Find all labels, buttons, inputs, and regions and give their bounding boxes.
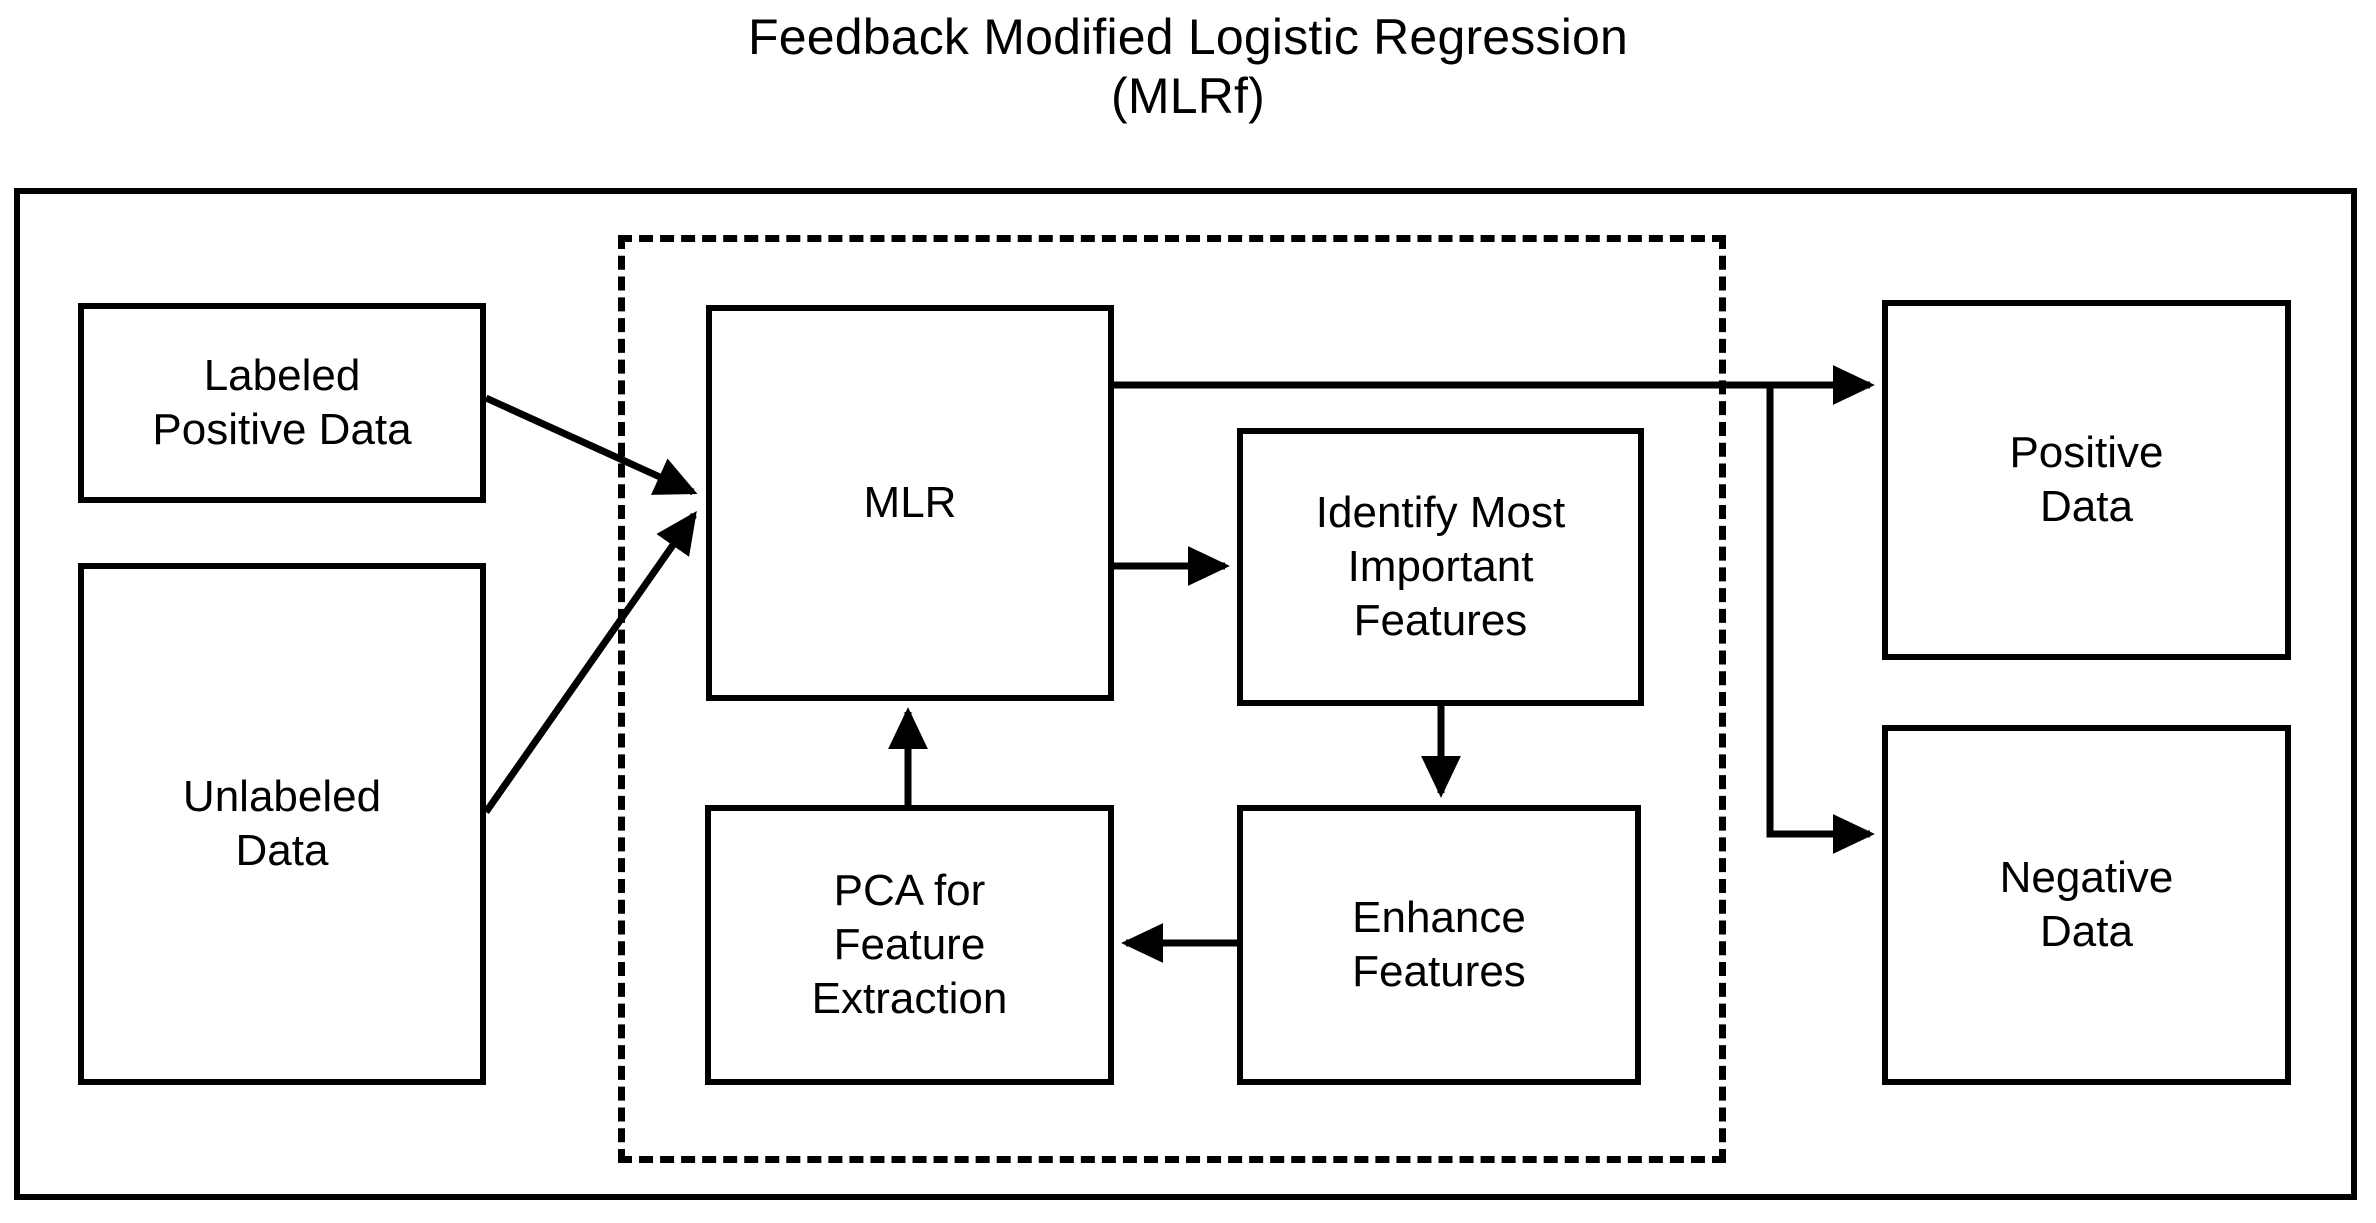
node-label: Labeled Positive Data	[152, 351, 412, 454]
node-identify-most-important-features[interactable]: Identify Most Important Features	[1237, 428, 1644, 706]
node-label: Positive Data	[2009, 428, 2164, 531]
node-label: Identify Most Important Features	[1315, 488, 1566, 645]
diagram-outer-frame	[14, 188, 2357, 1200]
node-positive-data[interactable]: Positive Data	[1882, 300, 2291, 660]
node-label: Unlabeled Data	[182, 772, 382, 875]
node-label: PCA for Feature Extraction	[811, 866, 1008, 1023]
title-line-2: (MLRf)	[1111, 68, 1265, 124]
node-negative-data[interactable]: Negative Data	[1882, 725, 2291, 1085]
node-labeled-positive-data[interactable]: Labeled Positive Data	[78, 303, 486, 503]
diagram-title: Feedback Modified Logistic Regression (M…	[0, 8, 2376, 126]
node-label: MLR	[863, 478, 957, 528]
node-enhance-features[interactable]: Enhance Features	[1237, 805, 1641, 1085]
node-label: Negative Data	[1999, 853, 2174, 956]
node-mlr[interactable]: MLR	[706, 305, 1114, 701]
node-pca-for-feature-extraction[interactable]: PCA for Feature Extraction	[705, 805, 1114, 1085]
title-line-1: Feedback Modified Logistic Regression	[747, 9, 1629, 65]
node-label: Enhance Features	[1352, 893, 1526, 996]
node-unlabeled-data[interactable]: Unlabeled Data	[78, 563, 486, 1085]
